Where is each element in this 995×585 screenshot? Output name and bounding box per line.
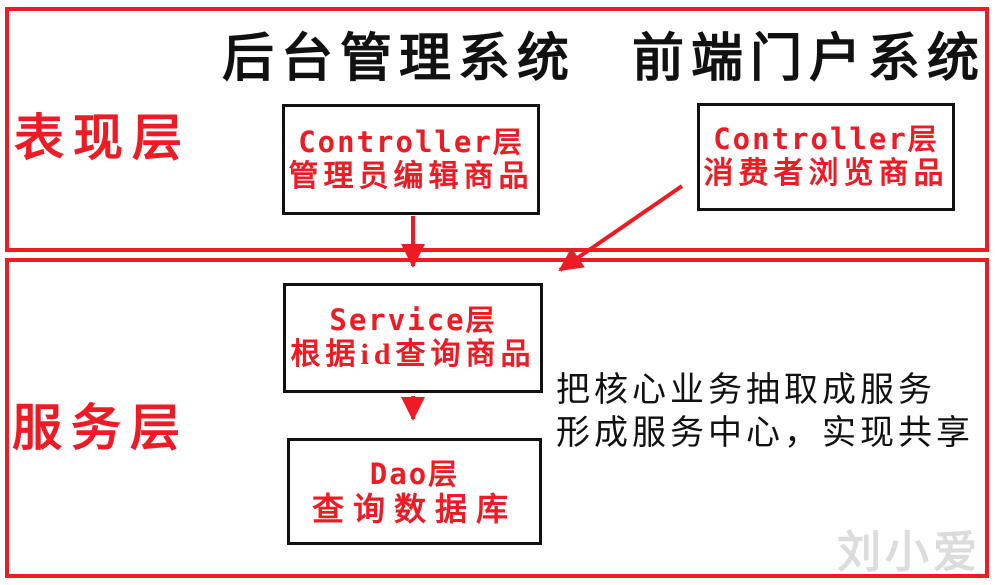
controller-admin-node-title: Controller层 [298, 124, 524, 159]
dao-node: Dao层 查询数据库 [287, 438, 542, 545]
service-layer-annotation: 把核心业务抽取成服务 形成服务中心，实现共享 [556, 369, 974, 455]
frontend-system-title: 前端门户系统 [632, 31, 987, 88]
service-node-title: Service层 [329, 303, 497, 337]
dao-node-title: Dao层 [369, 456, 460, 491]
controller-consumer-node: Controller层 消费者浏览商品 [697, 103, 955, 211]
controller-admin-node: Controller层 管理员编辑商品 [282, 104, 540, 215]
watermark-signature: 刘小爱 [837, 528, 981, 577]
controller-consumer-node-title: Controller层 [713, 122, 939, 156]
service-node: Service层 根据id查询商品 [283, 283, 543, 393]
service-node-desc: 根据id查询商品 [290, 338, 536, 371]
controller-admin-node-desc: 管理员编辑商品 [288, 159, 534, 193]
dao-node-desc: 查询数据库 [311, 490, 517, 527]
presentation-layer-frame [5, 7, 989, 252]
backend-system-title: 后台管理系统 [222, 31, 577, 88]
annotation-line-1: 把核心业务抽取成服务 [556, 372, 936, 409]
service-layer-frame [5, 258, 989, 578]
controller-consumer-node-desc: 消费者浏览商品 [703, 157, 949, 190]
presentation-layer-label: 表现层 [14, 110, 191, 166]
service-layer-label: 服务层 [12, 400, 189, 456]
annotation-line-2: 形成服务中心，实现共享 [556, 415, 974, 452]
